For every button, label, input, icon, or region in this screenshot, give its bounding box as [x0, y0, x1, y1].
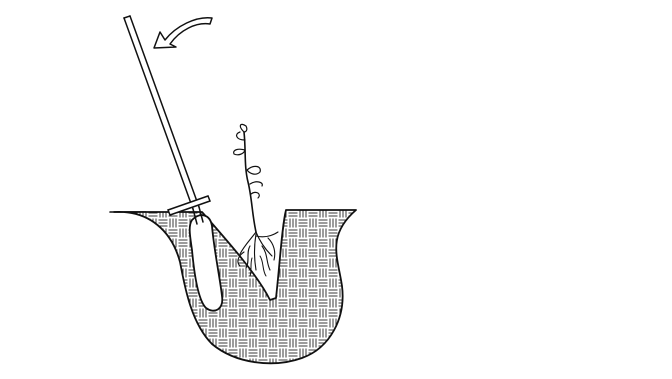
soil-slit-icon [113, 209, 357, 365]
spade-icon [123, 15, 211, 225]
curved-arrow-icon [153, 17, 213, 49]
seedling-icon [233, 123, 279, 277]
spade-blade [188, 214, 224, 312]
